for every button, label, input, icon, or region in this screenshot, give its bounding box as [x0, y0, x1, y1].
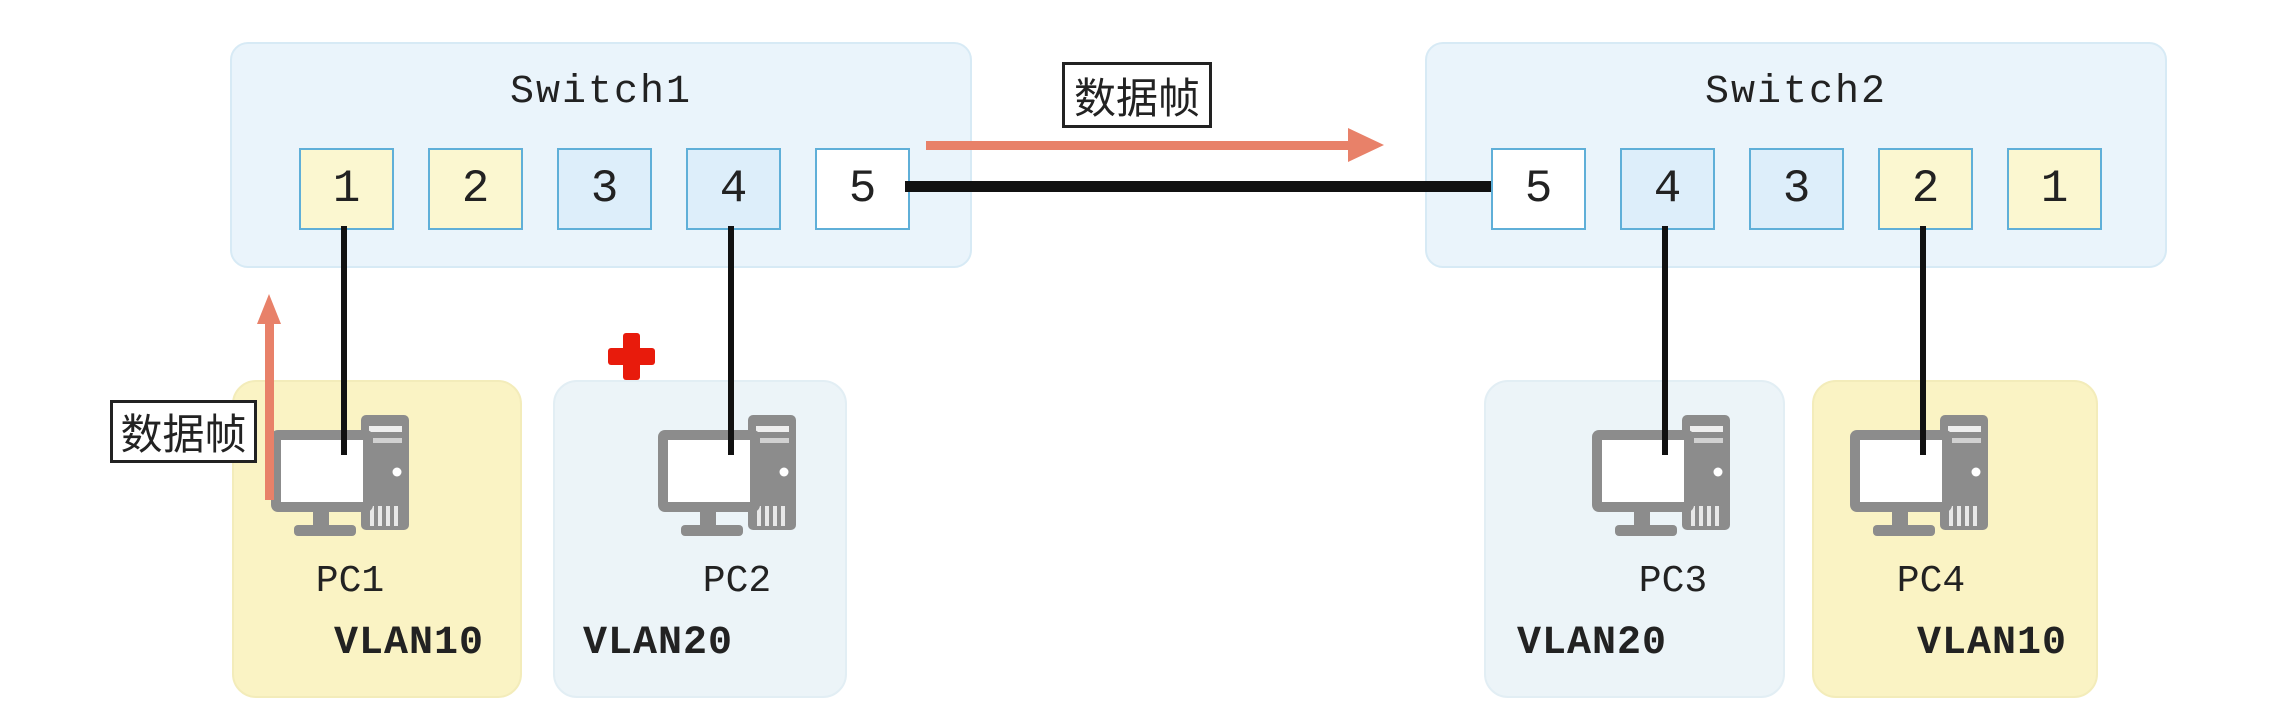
pc1-name: PC1 — [315, 560, 385, 603]
pc1-card: PC1 VLAN10 — [232, 380, 522, 698]
switch2-port-5: 5 — [1491, 148, 1586, 230]
trunk-cable — [905, 181, 1491, 192]
data-frame-arrow-up — [265, 322, 274, 500]
switch1-port-2: 2 — [428, 148, 523, 230]
cable-switch2-port4-pc3 — [1662, 226, 1668, 455]
pc2-card: PC2 VLAN20 — [553, 380, 847, 698]
switch1-port-1: 1 — [299, 148, 394, 230]
switch2-port-1: 1 — [2007, 148, 2102, 230]
cable-switch1-port1-pc1 — [341, 226, 347, 455]
data-frame-arrow-right-head-icon — [1348, 128, 1384, 162]
switch1-title: Switch1 — [509, 70, 693, 115]
pc1-vlan-label: VLAN10 — [333, 621, 484, 666]
switch1-box: Switch1 1 2 3 4 5 — [230, 42, 972, 268]
pc3-vlan-label: VLAN20 — [1517, 621, 1668, 666]
pc2-vlan-label: VLAN20 — [583, 621, 734, 666]
data-frame-arrow-up-head-icon — [257, 294, 281, 324]
switch1-port-3: 3 — [557, 148, 652, 230]
data-frame-arrow-right — [926, 141, 1350, 150]
blocked-cross-icon — [608, 333, 655, 380]
switch2-port-2: 2 — [1878, 148, 1973, 230]
data-frame-label-top: 数据帧 — [1062, 62, 1212, 128]
pc3-name: PC3 — [1638, 560, 1708, 603]
cable-switch1-port4-pc2 — [728, 226, 734, 455]
switch2-box: Switch2 5 4 3 2 1 — [1425, 42, 2167, 268]
pc4-name: PC4 — [1896, 560, 1966, 603]
switch1-port-5: 5 — [815, 148, 910, 230]
pc2-name: PC2 — [702, 560, 772, 603]
pc4-vlan-label: VLAN10 — [1916, 621, 2067, 666]
switch2-port-3: 3 — [1749, 148, 1844, 230]
pc3-card: PC3 VLAN20 — [1484, 380, 1785, 698]
switch1-port-4: 4 — [686, 148, 781, 230]
pc4-card: PC4 VLAN10 — [1812, 380, 2098, 698]
data-frame-label-left: 数据帧 — [110, 400, 257, 463]
switch2-port-4: 4 — [1620, 148, 1715, 230]
cable-switch2-port2-pc4 — [1920, 226, 1926, 455]
switch2-title: Switch2 — [1704, 70, 1888, 115]
